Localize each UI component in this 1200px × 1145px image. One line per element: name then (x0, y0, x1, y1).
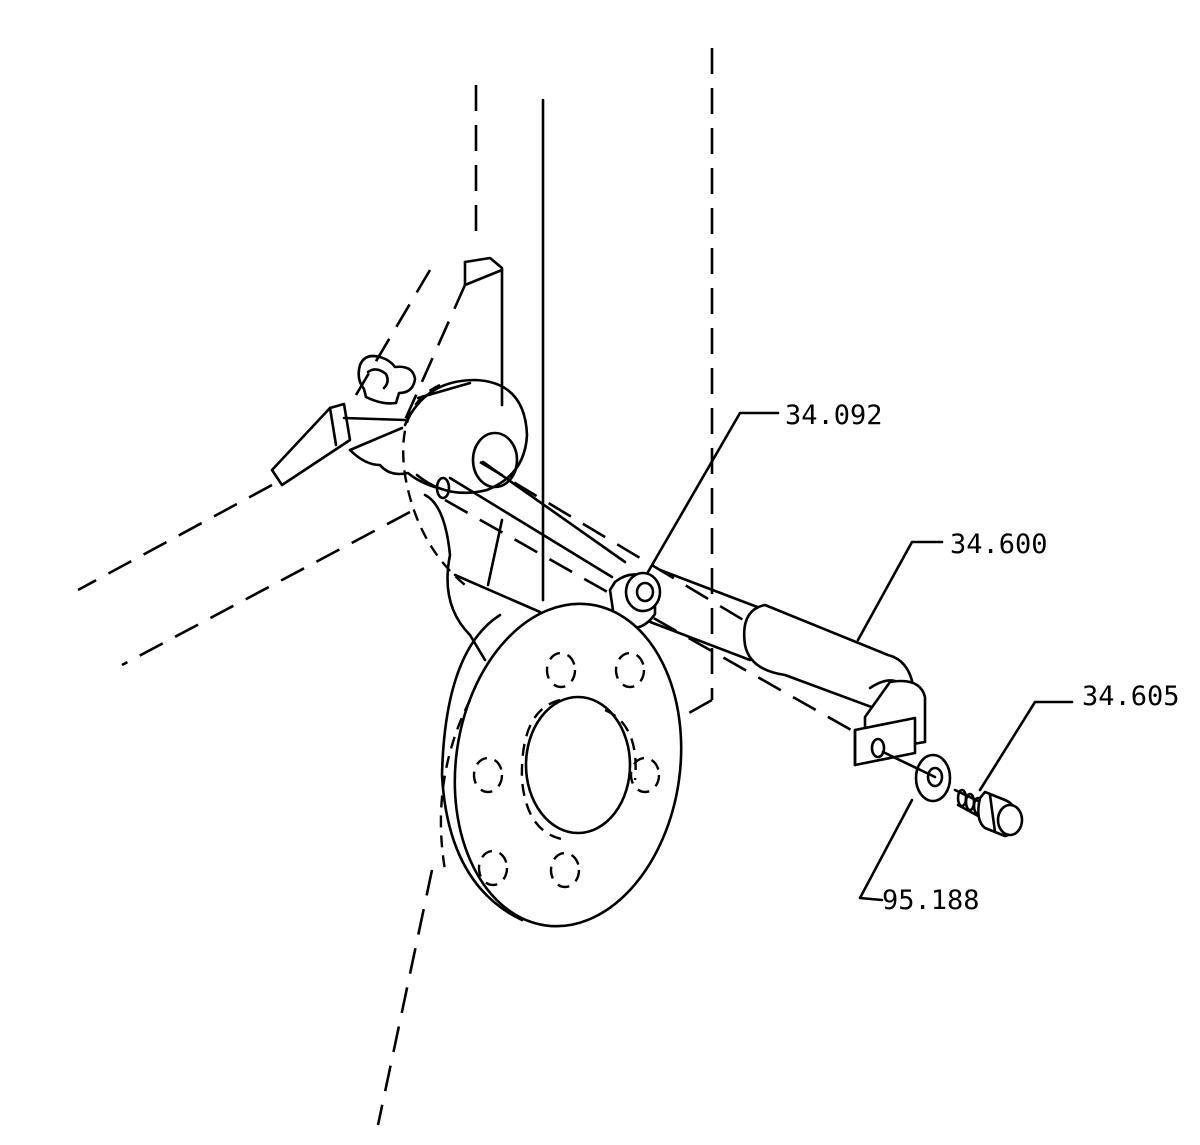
support-arm (77, 402, 440, 667)
callout-label-cylinder: 34.600 (950, 529, 1048, 560)
hydraulic-cylinder (742, 603, 927, 767)
pivot-boss (401, 378, 529, 662)
grease-fitting (357, 354, 417, 405)
mounting-bracket (354, 256, 542, 614)
callout-label-bolt: 34.605 (1082, 681, 1180, 712)
callout-label-spacer: 34.092 (785, 400, 883, 431)
wheel-flange (376, 602, 683, 1126)
washer (881, 750, 952, 803)
hex-bolt (953, 788, 1024, 838)
leader-lines (646, 411, 1074, 902)
frame-posts (474, 48, 714, 720)
callout-label-washer: 95.188 (882, 885, 980, 916)
